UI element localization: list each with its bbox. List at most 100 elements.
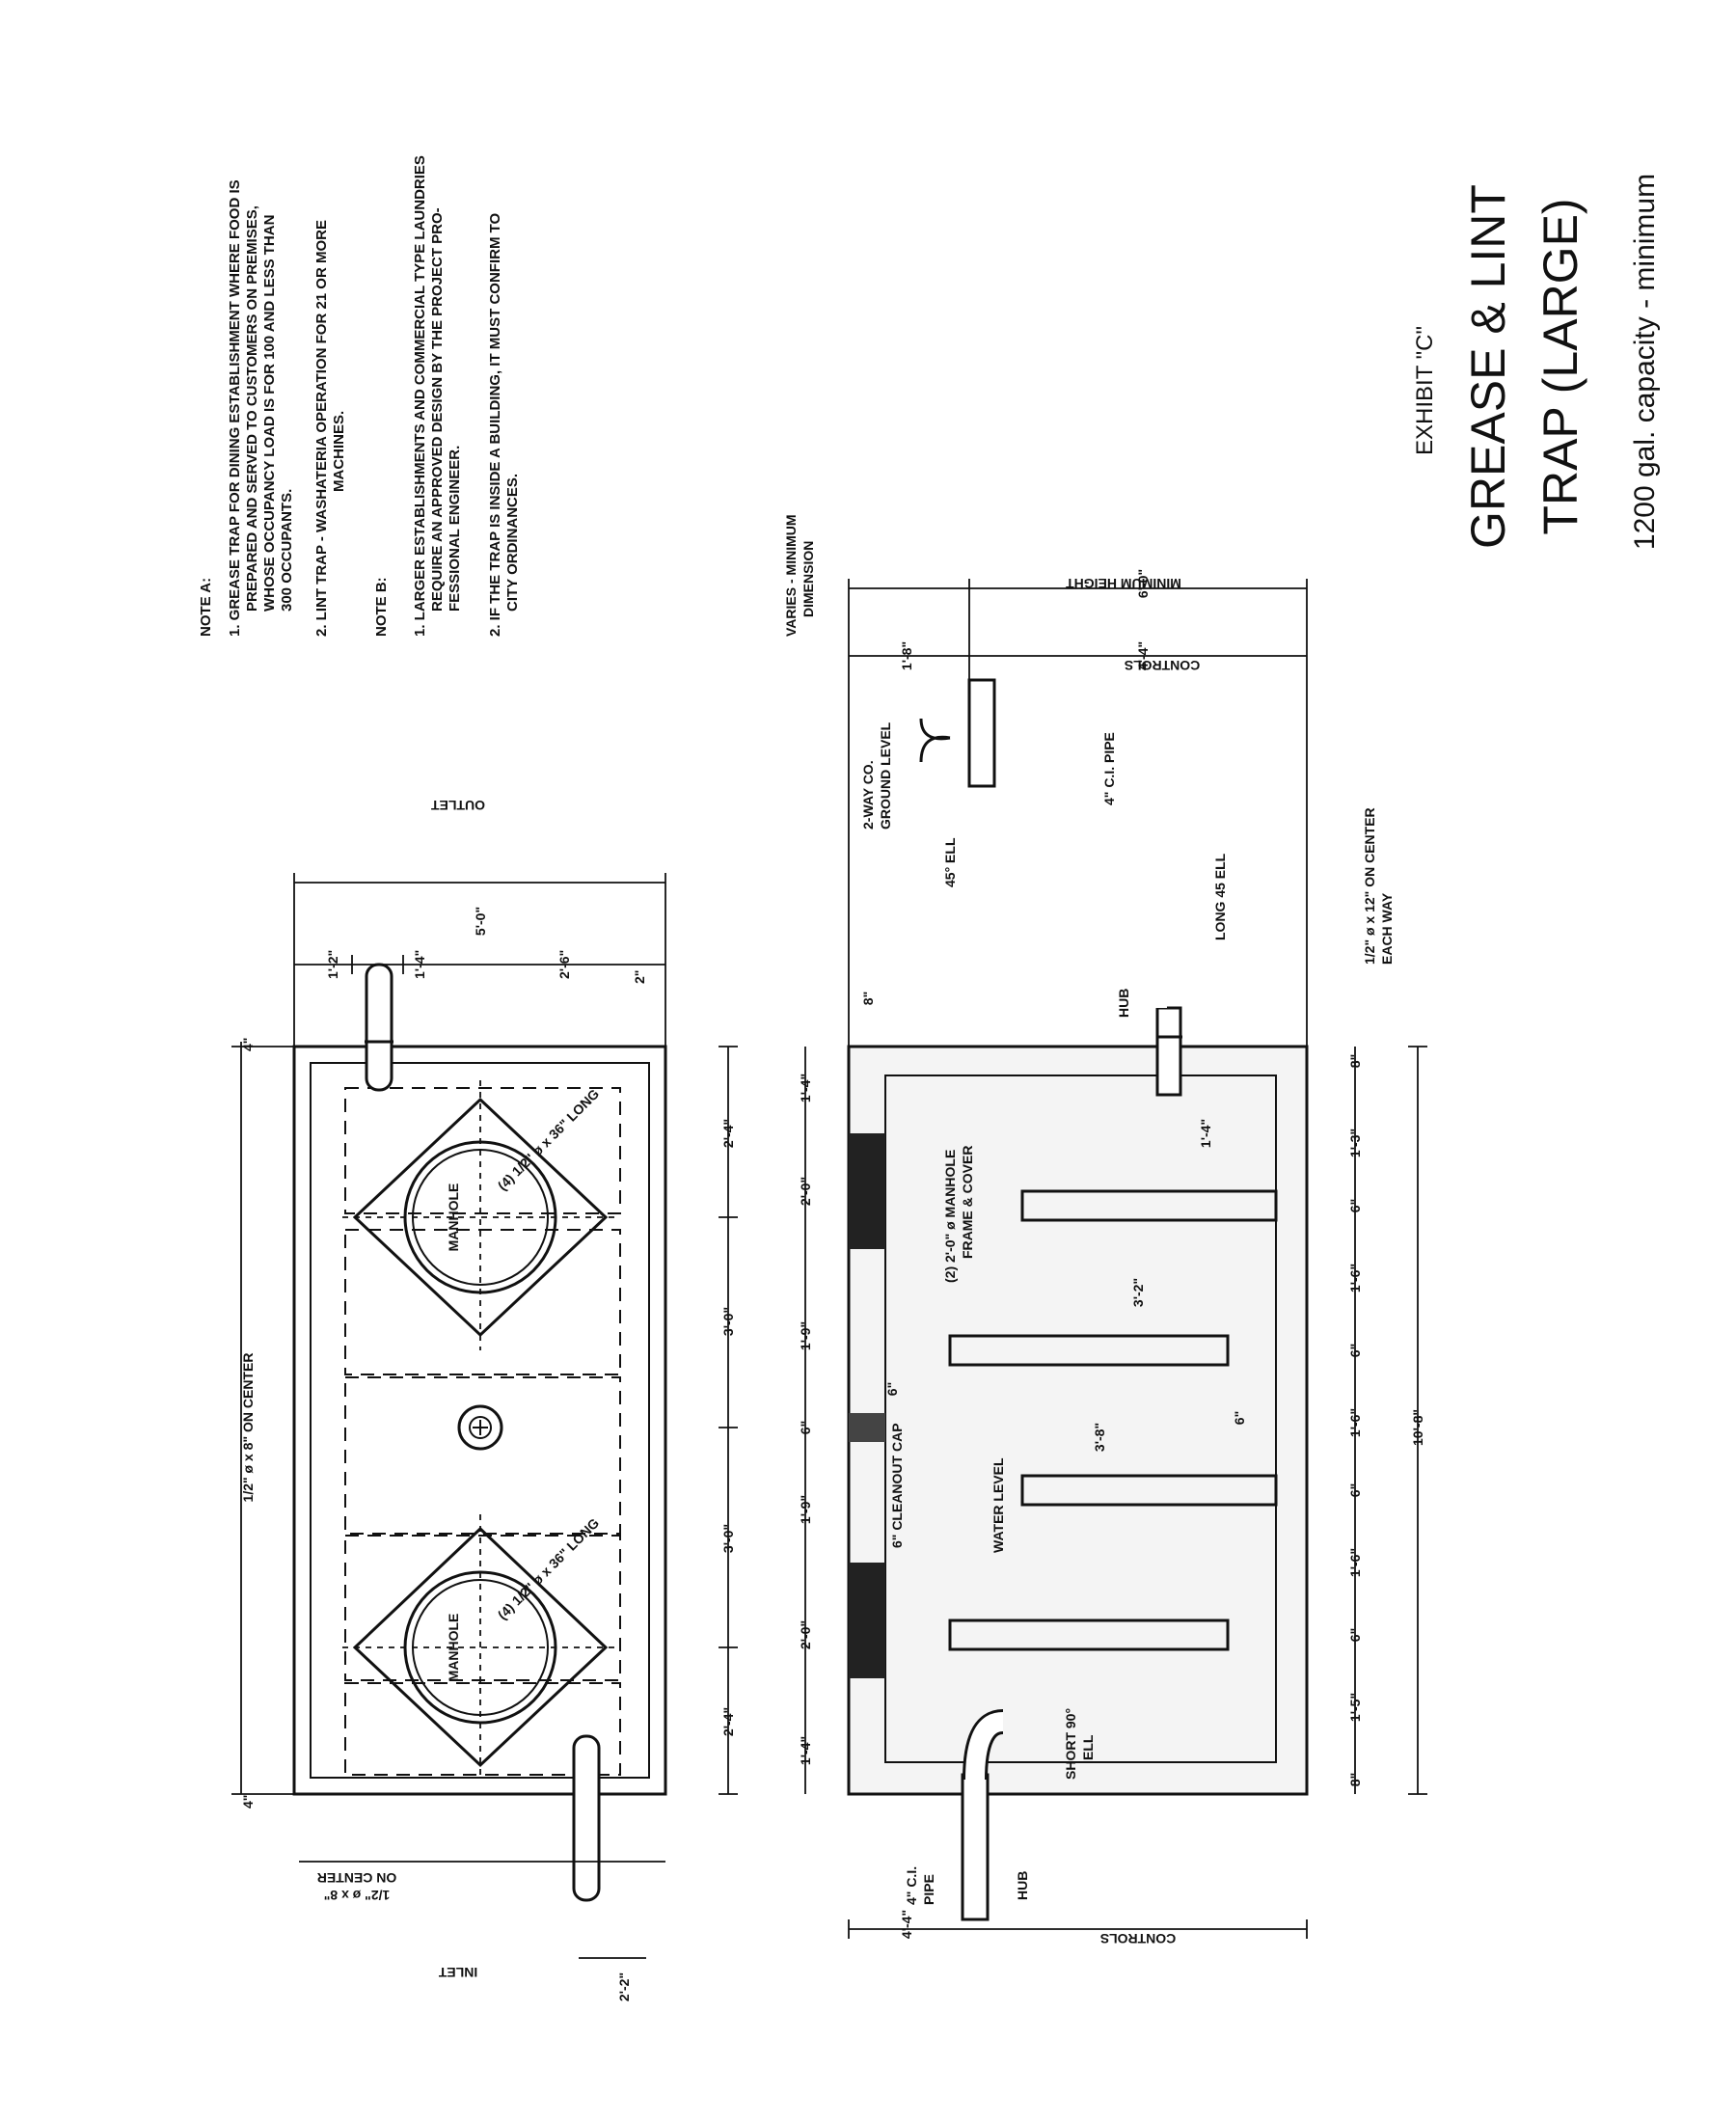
note-line: FESSIONAL ENGINEER.	[447, 446, 463, 612]
section-outer-wall	[847, 1045, 1309, 1796]
bottom-dim: 8"	[1347, 1773, 1363, 1786]
top-dim: 2'-0"	[798, 1620, 813, 1649]
title-line-1: GREASE & LINT	[1461, 184, 1515, 549]
manhole-frame-section	[849, 1133, 885, 1249]
manhole-cover-line: FRAME & COVER	[960, 1146, 975, 1259]
plan-compartment	[344, 1229, 621, 1375]
note-line: CITY ORDINANCES.	[504, 474, 521, 612]
rebar-each-line: EACH WAY	[1379, 892, 1395, 965]
top-dim: 6"	[798, 1421, 813, 1434]
note-a-heading: NOTE A:	[198, 578, 214, 637]
plan-outer-wall	[292, 1045, 667, 1796]
height-upper-dim: 1'-8"	[899, 641, 914, 670]
plan-compartment	[344, 1682, 621, 1776]
bottom-dim: 1'-6"	[1347, 1264, 1363, 1292]
manhole-frame-section	[849, 1563, 885, 1678]
left-ctrl-dim: 4'-4"	[899, 1910, 914, 1939]
baffle-dim: 3'-8"	[1092, 1423, 1107, 1452]
exhibit-label: EXHIBIT "C"	[1412, 326, 1438, 455]
baffle	[1020, 1189, 1278, 1222]
plan-compartment	[344, 1087, 621, 1214]
cleanout-cap	[457, 1404, 503, 1451]
note-line: 300 OCCUPANTS.	[279, 489, 295, 612]
manhole-cover-line: (2) 2'-0" ø MANHOLE	[942, 1150, 958, 1283]
section-view: VARIES - MINIMUM DIMENSION 2-WAY CO. GRO…	[783, 514, 1427, 1946]
rebar-each-line: 1/2" ø x 12" ON CENTER	[1362, 807, 1377, 965]
width-dim: 1'-2"	[325, 950, 340, 979]
short-ell-line: ELL	[1080, 1734, 1096, 1760]
six-inch-dim: 6"	[884, 1382, 900, 1396]
inlet-offset-dim: 2'-2"	[616, 1972, 632, 2001]
controls-label: CONTROLS	[1125, 658, 1201, 673]
note-line: 1. GREASE TRAP FOR DINING ESTABLISHMENT …	[227, 179, 243, 637]
ci-pipe-inlet-line: PIPE	[921, 1874, 936, 1905]
baffle-dim: 3'-2"	[1130, 1278, 1146, 1307]
note-b-2: 2. IF THE TRAP IS INSIDE A BUILDING, IT …	[487, 212, 521, 637]
outlet-label: OUTLET	[431, 798, 485, 813]
note-line: MACHINES.	[331, 411, 347, 492]
rebar-long-label: (4) 1/2" ø x 36" LONG	[495, 1086, 603, 1194]
height-total-dim: 6'-0"	[1135, 569, 1151, 598]
length-dim: 3'-0"	[720, 1307, 736, 1336]
outlet-vertical-pipe	[967, 678, 996, 788]
ell-45-label: 45° ELL	[942, 837, 958, 887]
ci-pipe-inlet-line: 4" C.I.	[904, 1866, 919, 1905]
short-ell-line: SHORT 90°	[1063, 1708, 1078, 1780]
bottom-dim: 6"	[1347, 1199, 1363, 1212]
wall-dim: 4"	[240, 1038, 256, 1051]
varies-label: VARIES - MINIMUM DIMENSION	[783, 514, 816, 637]
rebar-bottom-label: 1/2" ø x 8" ON CENTER	[317, 1870, 396, 1903]
bottom-dim: 6"	[1347, 1628, 1363, 1642]
short-ell-label: SHORT 90° ELL	[1063, 1708, 1096, 1780]
rebar-bottom-line: ON CENTER	[317, 1870, 396, 1886]
manhole-label: MANHOLE	[446, 1183, 461, 1252]
note-line: WHOSE OCCUPANCY LOAD IS FOR 100 AND LESS…	[261, 215, 278, 612]
note-line: 1. LARGER ESTABLISHMENTS AND COMMERCIAL …	[412, 155, 428, 637]
outlet-drop-pipe	[1155, 1006, 1182, 1097]
inlet-pipe-section	[961, 1773, 990, 1921]
bottom-dim: 6"	[1347, 1483, 1363, 1497]
rebar-long-label: (4) 1/2" ø x 36" LONG	[495, 1515, 603, 1623]
width-dim: 1'-4"	[412, 950, 427, 979]
note-line: PREPARED AND SERVED TO CUSTOMERS ON PREM…	[244, 205, 260, 612]
baffle	[1020, 1474, 1278, 1507]
rebar-top-label: 1/2" ø x 8" ON CENTER	[240, 1353, 256, 1503]
title-block: EXHIBIT "C" GREASE & LINT TRAP (LARGE) 1…	[1412, 174, 1661, 550]
varies-line: DIMENSION	[800, 541, 816, 617]
inlet-pipe	[572, 1734, 601, 1902]
long-45-ell-label: LONG 45 ELL	[1212, 853, 1228, 940]
length-dim: 3'-0"	[720, 1524, 736, 1553]
cleanout-section	[849, 1413, 885, 1442]
cleanout-center	[469, 1416, 492, 1439]
rebar-bottom-line: 1/2" ø x 8"	[324, 1888, 391, 1903]
hub-inlet-label: HUB	[1015, 1871, 1030, 1900]
length-dim: 2'-4"	[720, 1119, 736, 1148]
controls-label: CONTROLS	[1100, 1931, 1177, 1946]
bottom-dim: 1'-6"	[1347, 1548, 1363, 1577]
baffle	[948, 1619, 1230, 1651]
note-b-1: 1. LARGER ESTABLISHMENTS AND COMMERCIAL …	[412, 155, 463, 637]
top-gap-dim: 8"	[860, 992, 876, 1005]
top-dim: 1'-4"	[798, 1074, 813, 1102]
width-dim: 2'-6"	[556, 950, 572, 979]
ci-pipe-label: 4" C.I. PIPE	[1101, 732, 1117, 805]
capacity-label: 1200 gal. capacity - minimum	[1629, 174, 1661, 550]
top-dim: 2'-0"	[798, 1177, 813, 1206]
water-level-label: WATER LEVEL	[990, 1457, 1006, 1553]
cleanout-cap-label: 6" CLEANOUT CAP	[889, 1423, 905, 1548]
rebar-each-label: 1/2" ø x 12" ON CENTER EACH WAY	[1362, 807, 1395, 965]
two-way-co-line: 2-WAY CO.	[860, 760, 876, 830]
note-line: 2. IF THE TRAP IS INSIDE A BUILDING, IT …	[487, 212, 503, 637]
six-inch-dim: 6"	[1232, 1411, 1247, 1425]
baffle	[948, 1334, 1230, 1367]
wall-right-dim: 2"	[632, 970, 647, 984]
plan-inner-wall	[310, 1062, 650, 1779]
top-dim: 1'-9"	[798, 1321, 813, 1350]
height-lower-dim: 4'-4"	[1135, 641, 1151, 670]
note-line: 2. LINT TRAP - WASHATERIA OPERATION FOR …	[313, 220, 330, 637]
plan-view: MANHOLE (4) 1/2" ø x 36" LONG MANHOLE (4…	[231, 798, 738, 2001]
varies-line: VARIES - MINIMUM	[783, 514, 799, 637]
manhole-label: MANHOLE	[446, 1614, 461, 1682]
ci-pipe-inlet-label: 4" C.I. PIPE	[904, 1866, 936, 1905]
